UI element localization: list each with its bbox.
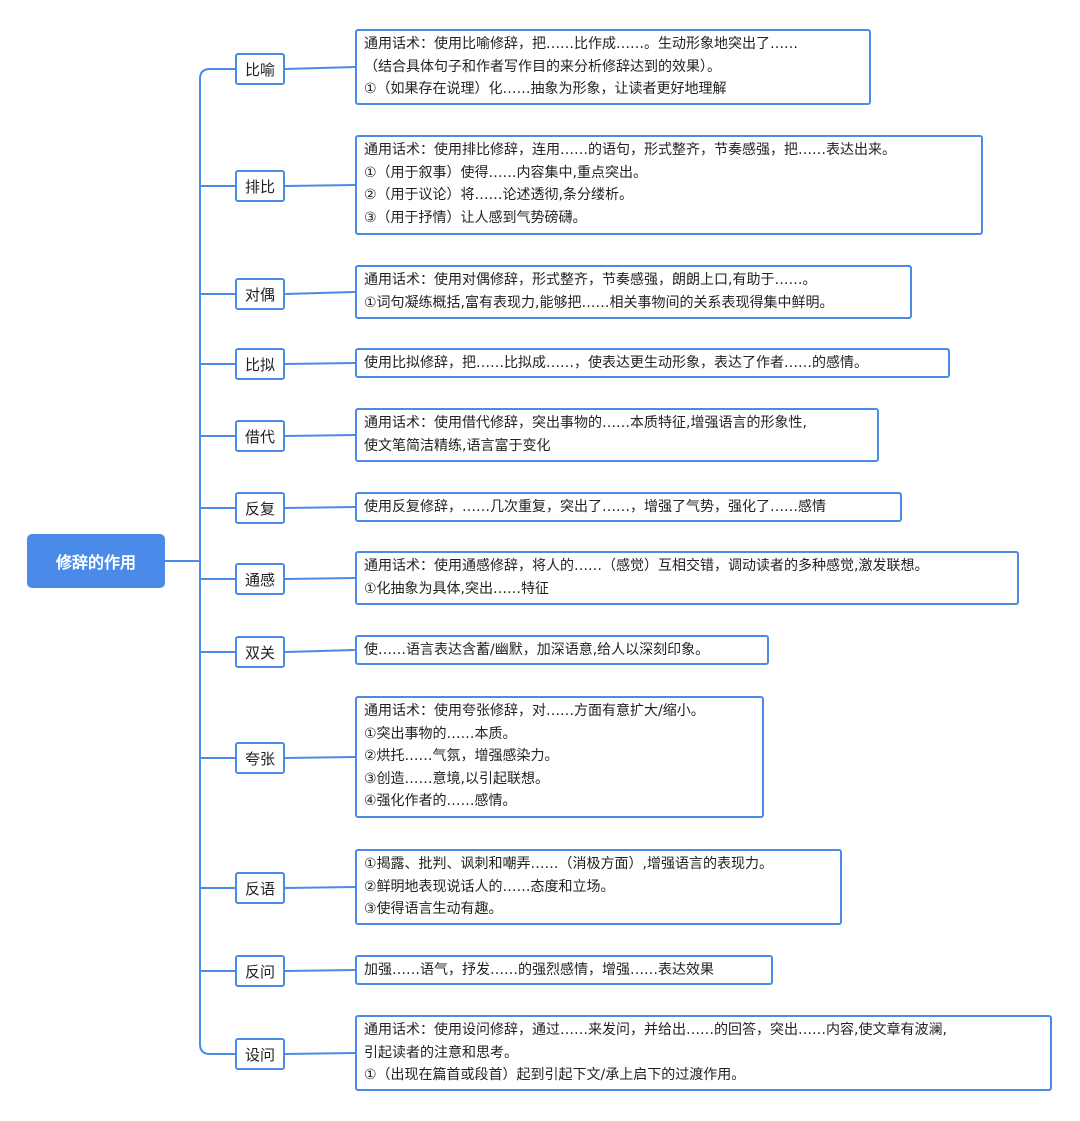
desc-connector <box>284 66 356 70</box>
desc-connector <box>284 506 356 509</box>
root-label: 修辞的作用 <box>55 553 136 572</box>
desc-line: ①化抽象为具体,突出……特征 <box>364 580 550 597</box>
desc-line: 加强……语气，抒发……的强烈感情，增强……表达效果 <box>364 962 714 978</box>
branch-node-personification: 比拟 <box>235 348 285 380</box>
branch-connector <box>199 1043 235 1055</box>
desc-line: ②烘托……气氛，增强感染力。 <box>364 748 559 765</box>
desc-box-hyperbole: 通用话术：使用夸张修辞，对……方面有意扩大/缩小。 ①突出事物的……本质。 ②烘… <box>355 696 764 818</box>
desc-connector <box>284 649 356 653</box>
desc-line: ②鲜明地表现说话人的……态度和立场。 <box>364 878 615 895</box>
desc-box-pun: 使……语言表达含蓄/幽默，加深语意,给人以深刻印象。 <box>355 635 769 665</box>
branch-label: 反问 <box>244 962 275 981</box>
desc-connector <box>284 756 356 759</box>
branch-label: 排比 <box>244 177 275 196</box>
desc-line: 通用话术：使用夸张修辞，对……方面有意扩大/缩小。 <box>364 703 705 719</box>
branch-node-synesthesia: 通感 <box>235 563 285 595</box>
desc-line: ③创造……意境,以引起联想。 <box>364 770 550 787</box>
branch-label: 比喻 <box>244 60 275 79</box>
branch-label: 借代 <box>244 427 275 446</box>
desc-line: ①突出事物的……本质。 <box>364 725 517 742</box>
desc-line: ①（用于叙事）使得……内容集中,重点突出。 <box>364 164 647 181</box>
branch-label: 设问 <box>244 1045 275 1064</box>
branch-node-antithesis: 对偶 <box>235 278 285 310</box>
desc-line: 通用话术：使用排比修辞，连用……的语句，形式整齐，节奏感强，把……表达出来。 <box>364 142 896 158</box>
branch-node-hyperbole: 夸张 <box>235 742 285 774</box>
desc-box-antithesis: 通用话术：使用对偶修辞，形式整齐，节奏感强，朗朗上口,有助于……。 ①词句凝练概… <box>355 265 912 319</box>
branch-node-hypophora: 设问 <box>235 1038 285 1070</box>
branch-connector <box>199 68 235 80</box>
desc-line: ①（出现在篇首或段首）起到引起下文/承上启下的过渡作用。 <box>364 1067 746 1084</box>
desc-connector <box>284 184 356 187</box>
branch-label: 通感 <box>244 570 275 589</box>
desc-line: 使……语言表达含蓄/幽默，加深语意,给人以深刻印象。 <box>364 642 710 658</box>
desc-connector <box>284 969 356 972</box>
desc-box-metonymy: 通用话术：使用借代修辞，突出事物的……本质特征,增强语言的形象性, 使文笔简洁精… <box>355 408 879 462</box>
desc-line: （结合具体句子和作者写作目的来分析修辞达到的效果）。 <box>364 58 721 75</box>
branch-label: 反复 <box>244 499 275 518</box>
branch-label: 对偶 <box>244 285 275 304</box>
desc-box-hypophora: 通用话术：使用设问修辞，通过……来发问，并给出……的回答，突出……内容,使文章有… <box>355 1015 1052 1091</box>
desc-line: ③（用于抒情）让人感到气势磅礴。 <box>364 209 587 226</box>
desc-line: ④强化作者的……感情。 <box>364 793 517 810</box>
branch-label: 双关 <box>244 643 275 662</box>
desc-box-simile: 通用话术：使用比喻修辞，把……比作成……。生动形象地突出了…… （结合具体句子和… <box>355 29 871 105</box>
desc-connector <box>284 1052 356 1055</box>
desc-line: 使用反复修辞，……几次重复，突出了……，增强了气势，强化了……感情 <box>364 499 826 515</box>
desc-connector <box>284 886 356 889</box>
branch-label: 比拟 <box>244 355 275 374</box>
desc-line: 使文笔简洁精练,语言富于变化 <box>364 437 551 454</box>
desc-line: ③使得语言生动有趣。 <box>364 901 503 918</box>
desc-line: 通用话术：使用借代修辞，突出事物的……本质特征,增强语言的形象性, <box>364 415 807 431</box>
desc-line: 使用比拟修辞，把……比拟成……，使表达更生动形象，表达了作者……的感情。 <box>364 355 868 371</box>
desc-connector <box>284 362 356 365</box>
desc-line: 通用话术：使用比喻修辞，把……比作成……。生动形象地突出了…… <box>364 36 798 52</box>
desc-connector <box>284 434 356 437</box>
branch-node-rhetorical-question: 反问 <box>235 955 285 987</box>
desc-line: ①（如果存在说理）化……抽象为形象，让读者更好地理解 <box>364 81 727 98</box>
branch-node-pun: 双关 <box>235 636 285 668</box>
desc-box-repetition: 使用反复修辞，……几次重复，突出了……，增强了气势，强化了……感情 <box>355 492 902 522</box>
desc-connector <box>284 291 356 295</box>
desc-box-irony: ①揭露、批判、讽刺和嘲弄……（消极方面）,增强语言的表现力。 ②鲜明地表现说话人… <box>355 849 842 925</box>
branch-label: 反语 <box>244 879 275 898</box>
desc-connector <box>284 577 356 580</box>
branch-node-parallelism: 排比 <box>235 170 285 202</box>
branch-node-repetition: 反复 <box>235 492 285 524</box>
branch-node-metonymy: 借代 <box>235 420 285 452</box>
desc-line: 引起读者的注意和思考。 <box>364 1044 518 1061</box>
desc-box-rhetorical-question: 加强……语气，抒发……的强烈感情，增强……表达效果 <box>355 955 773 985</box>
root-node: 修辞的作用 <box>27 534 165 588</box>
desc-line: ①揭露、批判、讽刺和嘲弄……（消极方面）,增强语言的表现力。 <box>364 856 773 872</box>
desc-box-parallelism: 通用话术：使用排比修辞，连用……的语句，形式整齐，节奏感强，把……表达出来。 ①… <box>355 135 983 235</box>
desc-line: 通用话术：使用对偶修辞，形式整齐，节奏感强，朗朗上口,有助于……。 <box>364 272 817 288</box>
desc-line: 通用话术：使用通感修辞，将人的……（感觉）互相交错，调动读者的多种感觉,激发联想… <box>364 558 929 574</box>
branch-label: 夸张 <box>244 749 275 768</box>
desc-line: 通用话术：使用设问修辞，通过……来发问，并给出……的回答，突出……内容,使文章有… <box>364 1022 947 1038</box>
desc-box-synesthesia: 通用话术：使用通感修辞，将人的……（感觉）互相交错，调动读者的多种感觉,激发联想… <box>355 551 1019 605</box>
desc-line: ①词句凝练概括,富有表现力,能够把……相关事物间的关系表现得集中鲜明。 <box>364 294 834 311</box>
desc-line: ②（用于议论）将……论述透彻,条分缕析。 <box>364 187 633 204</box>
desc-box-personification: 使用比拟修辞，把……比拟成……，使表达更生动形象，表达了作者……的感情。 <box>355 348 950 378</box>
branch-node-simile: 比喻 <box>235 53 285 85</box>
branch-node-irony: 反语 <box>235 872 285 904</box>
